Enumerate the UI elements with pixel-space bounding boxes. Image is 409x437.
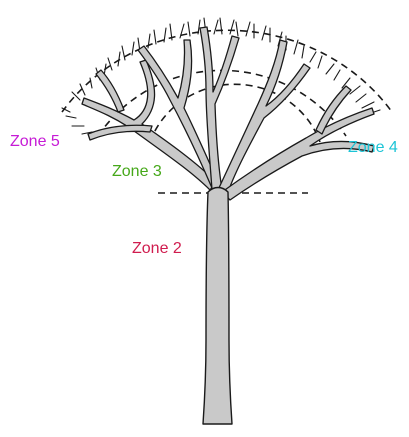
- zone-2-label: Zone 2: [132, 240, 182, 258]
- zone-5-label: Zone 5: [10, 133, 60, 151]
- zone-3-label: Zone 3: [112, 163, 162, 181]
- zone-4-label: Zone 4: [348, 139, 398, 157]
- trunk: [203, 188, 232, 425]
